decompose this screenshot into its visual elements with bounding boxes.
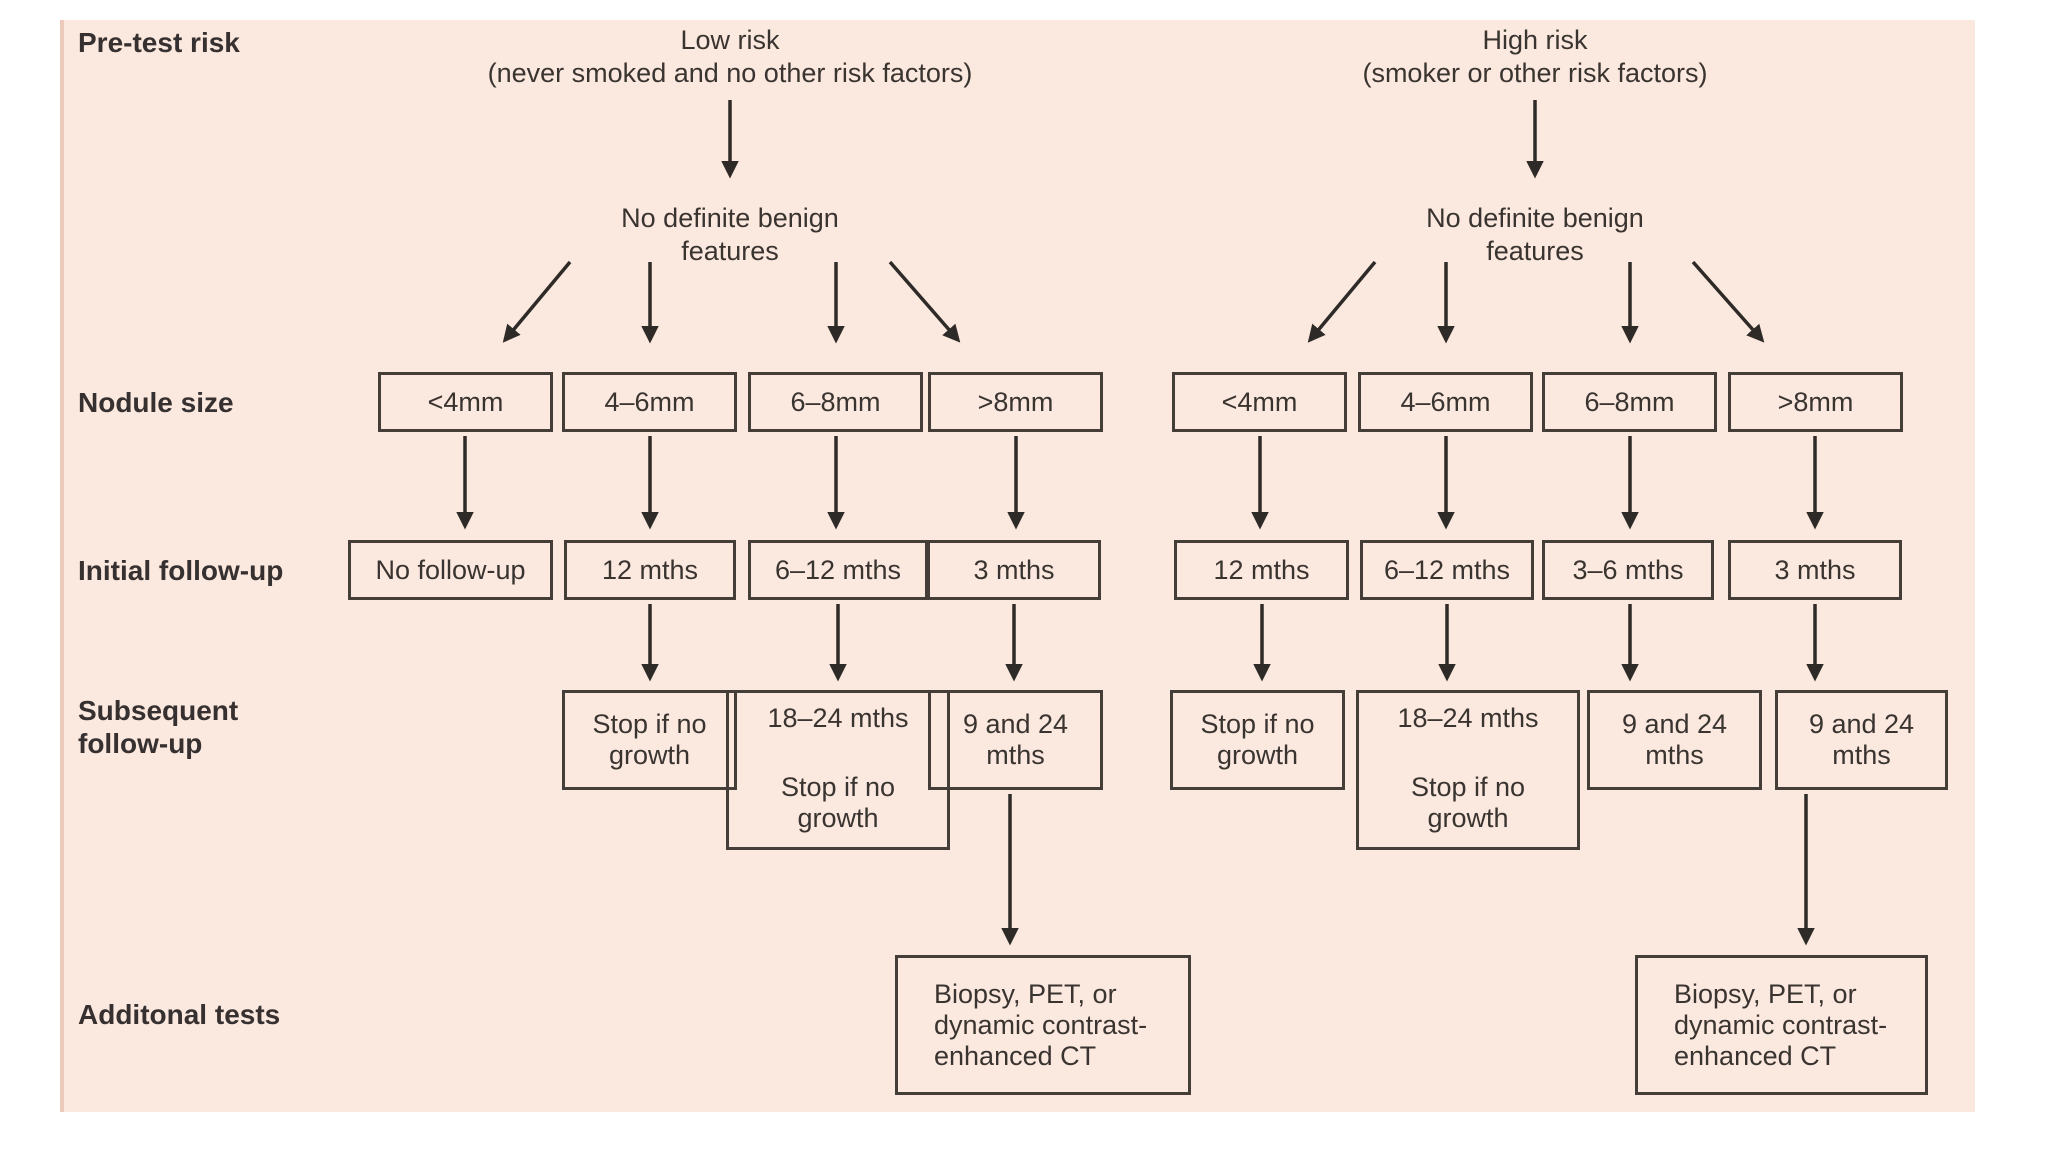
subsequent-followup-box: 9 and 24 mths (1587, 690, 1762, 790)
nodule-size-box: <4mm (1172, 372, 1347, 432)
additional-tests-line: enhanced CT (934, 1040, 1097, 1071)
additional-tests-line: dynamic contrast- (934, 1009, 1148, 1040)
subsequent-followup-box: Stop if no growth (1170, 690, 1345, 790)
nodule-size-box: 4–6mm (562, 372, 737, 432)
subsequent-range-label: 18–24 mths (1397, 703, 1539, 733)
initial-followup-box: 6–12 mths (1360, 540, 1534, 600)
initial-followup-box: 3–6 mths (1542, 540, 1714, 600)
subsequent-stop-label: Stop if no growth (780, 772, 896, 833)
row-label-nodule-size: Nodule size (78, 387, 234, 418)
additional-tests-line: Biopsy, PET, or (934, 978, 1117, 1009)
arrow-diagonal (1691, 260, 1765, 343)
row-label-pretest-risk: Pre-test risk (78, 27, 240, 58)
arrow-diagonal (1307, 260, 1377, 343)
initial-followup-box: 3 mths (1728, 540, 1902, 600)
nodule-size-box: <4mm (378, 372, 553, 432)
row-label-subsequent-line2: follow-up (78, 728, 203, 759)
subsequent-followup-box: 9 and 24 mths (1775, 690, 1948, 790)
nodule-size-box: 4–6mm (1358, 372, 1533, 432)
row-label-initial-followup: Initial follow-up (78, 555, 284, 586)
row-label-subsequent-followup: Subsequent follow-up (78, 694, 238, 760)
low-risk-title: Low risk (680, 25, 780, 55)
additional-tests-line: enhanced CT (1674, 1040, 1837, 1071)
low-risk-arrows (456, 100, 1025, 946)
high-benign-note-line1: No definite benign (1426, 203, 1644, 233)
low-risk-subtitle: (never smoked and no other risk factors) (487, 58, 973, 88)
initial-followup-box: 12 mths (564, 540, 736, 600)
initial-followup-box: 6–12 mths (748, 540, 928, 600)
subsequent-stop-label: Stop if no growth (1410, 772, 1526, 833)
initial-followup-box: 12 mths (1174, 540, 1349, 600)
low-benign-note-line1: No definite benign (621, 203, 839, 233)
additional-tests-line: Biopsy, PET, or (1674, 978, 1857, 1009)
nodule-size-box: >8mm (1728, 372, 1903, 432)
subsequent-range-label: 18–24 mths (767, 703, 909, 733)
additional-tests-box: Biopsy, PET, or dynamic contrast- enhanc… (895, 955, 1191, 1095)
nodule-size-box: 6–8mm (748, 372, 923, 432)
subsequent-followup-box: 18–24 mths Stop if no growth (726, 690, 950, 850)
initial-followup-box: 3 mths (927, 540, 1101, 600)
row-label-subsequent-line1: Subsequent (78, 695, 239, 726)
row-label-additional-tests: Additonal tests (78, 999, 281, 1030)
subsequent-followup-box: 18–24 mths Stop if no growth (1356, 690, 1580, 850)
high-benign-note-line2: features (1486, 236, 1584, 266)
low-benign-note: No definite benign features (530, 202, 930, 268)
high-risk-title: High risk (1482, 25, 1588, 55)
high-risk-arrows (1251, 100, 1824, 946)
low-benign-note-line2: features (681, 236, 779, 266)
additional-tests-box: Biopsy, PET, or dynamic contrast- enhanc… (1635, 955, 1928, 1095)
subsequent-followup-box: 9 and 24 mths (928, 690, 1103, 790)
additional-tests-line: dynamic contrast- (1674, 1009, 1888, 1040)
high-risk-subtitle: (smoker or other risk factors) (1362, 58, 1708, 88)
high-benign-note: No definite benign features (1335, 202, 1735, 268)
nodule-size-box: >8mm (928, 372, 1103, 432)
arrow-diagonal (502, 260, 572, 343)
nodule-size-box: 6–8mm (1542, 372, 1717, 432)
low-risk-header: Low risk (never smoked and no other risk… (430, 24, 1030, 90)
high-risk-header: High risk (smoker or other risk factors) (1235, 24, 1835, 90)
initial-followup-box: No follow-up (348, 540, 553, 600)
arrow-diagonal (888, 260, 961, 343)
subsequent-followup-box: Stop if no growth (562, 690, 737, 790)
